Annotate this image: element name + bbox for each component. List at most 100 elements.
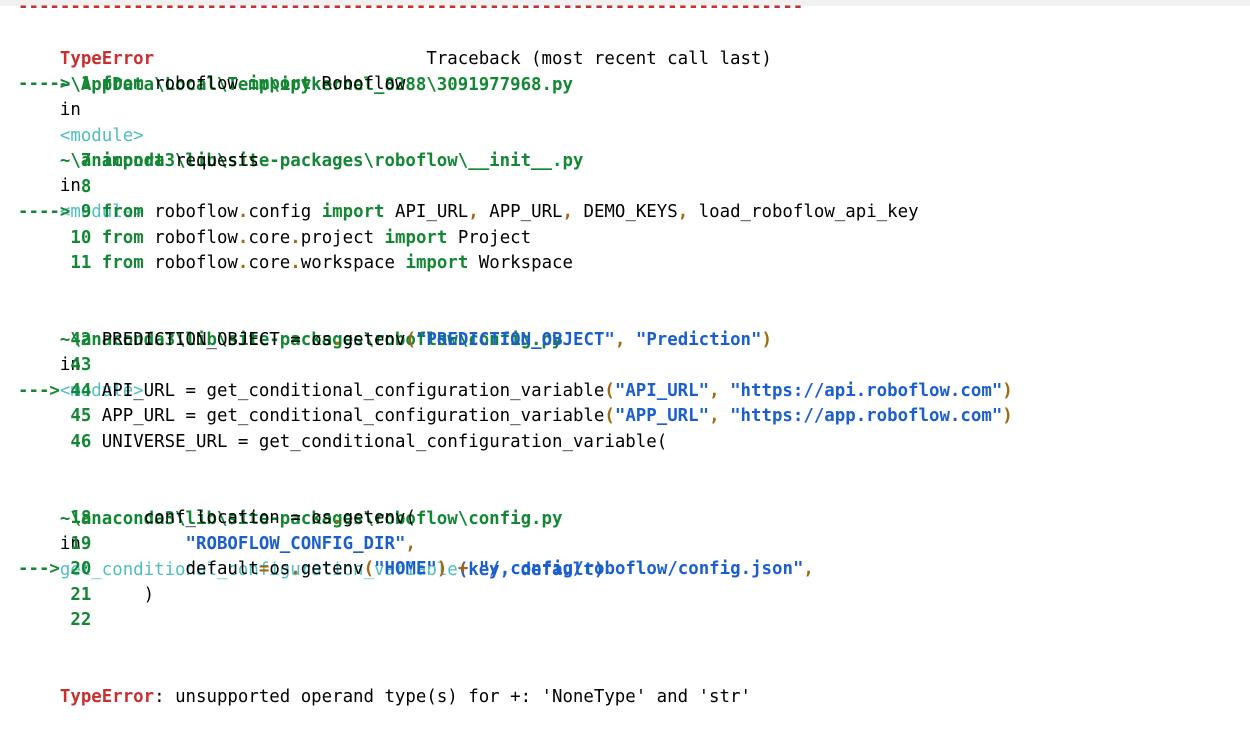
code-token: import [248, 74, 312, 94]
code-token: getenv [300, 559, 364, 579]
code-line: 45 APP_URL = get_conditional_configurati… [18, 404, 1013, 430]
code-token: , [803, 559, 814, 579]
code-line: ---> 44 API_URL = get_conditional_config… [18, 379, 1013, 405]
code-token: ( [405, 330, 416, 350]
code-token: "https://api.roboflow.com" [730, 381, 1003, 401]
frame-in-keyword: in [59, 100, 81, 120]
traceback-output: ----------------------------------------… [0, 0, 1250, 707]
code-token: APP_URL [101, 406, 186, 426]
traceback-header: TypeError Traceback (most recent call la… [18, 21, 772, 69]
line-marker: 10 [18, 228, 92, 248]
code-token: DEMO_KEYS [573, 202, 678, 222]
code-token: roboflow [143, 74, 249, 94]
code-line: 18 conf_location = os.getenv( [18, 506, 416, 532]
line-marker: 46 [18, 432, 92, 452]
code-token: = [290, 330, 301, 350]
code-token: ( [405, 508, 416, 528]
code-token: Project [447, 228, 532, 248]
code-token: = [185, 381, 197, 401]
line-marker: 21 [18, 585, 92, 605]
frame-scope: <module> [59, 380, 144, 401]
code-line: 10 from roboflow.core.project import Pro… [18, 226, 531, 252]
line-marker: 43 [18, 355, 92, 375]
code-token: = [185, 406, 197, 426]
code-token: default [101, 559, 259, 579]
code-token [102, 534, 186, 554]
code-line: 46 UNIVERSE_URL = get_conditional_config… [18, 430, 667, 456]
code-token: "PREDICTION_OBJECT" [415, 330, 615, 350]
code-token: os [269, 559, 291, 579]
frame-in-keyword: in [59, 176, 81, 196]
code-token: ) [436, 559, 448, 579]
cell-output-top-shade [0, 0, 1250, 6]
code-token: PREDICTION_OBJECT [101, 330, 291, 350]
frame-args: (key, default) [457, 559, 605, 580]
frame-header: ~\anaconda3\lib\site-packages\roboflow\c… [18, 302, 563, 401]
code-token: config [248, 202, 322, 222]
line-marker: 11 [18, 253, 92, 273]
code-token [447, 559, 457, 579]
code-token: , [677, 202, 689, 222]
traceback-separator: ----------------------------------------… [18, 0, 804, 17]
code-token: , [709, 406, 720, 426]
code-token: core [248, 228, 291, 248]
code-token: = [237, 432, 249, 452]
line-marker: 8 [18, 177, 92, 197]
line-marker: 18 [18, 508, 92, 528]
code-token: + [457, 559, 469, 579]
final-error-type: TypeError [59, 686, 155, 707]
code-token: roboflow [143, 228, 238, 248]
frame-header: ~\AppData\Local\Temp\ipykernel_8288\3091… [18, 47, 573, 146]
code-token: get_conditional_configuration_variable [248, 432, 657, 452]
frame-scope: get_conditional_configuration_variable [59, 559, 458, 580]
frame-header: ~\anaconda3\lib\site-packages\roboflow\_… [18, 123, 584, 222]
line-marker: ----> 9 [18, 202, 92, 222]
code-token: = [290, 508, 301, 528]
code-token: os [300, 508, 333, 528]
code-token: get_conditional_configuration_variable [196, 381, 605, 401]
final-error-message: : unsupported operand type(s) for +: 'No… [154, 686, 751, 707]
line-marker: 45 [18, 406, 92, 426]
code-token: "API_URL" [614, 381, 710, 401]
line-marker: ---> 20 [18, 559, 92, 579]
code-token: . [237, 228, 249, 248]
code-token: getenv [342, 330, 406, 350]
frame-path: ~\anaconda3\lib\site-packages\roboflow\_… [59, 150, 584, 171]
code-token: core [248, 253, 291, 273]
code-token: "HOME" [374, 559, 437, 579]
code-token: . [237, 202, 249, 222]
code-token: = [258, 559, 270, 579]
code-token: . [332, 330, 343, 350]
code-line: 8 [18, 175, 91, 201]
code-token: os [300, 330, 333, 350]
frame-scope: <module> [59, 125, 144, 146]
line-marker: 22 [18, 610, 92, 630]
code-line: ----> 9 from roboflow.config import API_… [18, 200, 919, 226]
line-marker: 19 [18, 534, 92, 554]
code-token: import [384, 228, 448, 248]
code-token: API_URL [101, 381, 186, 401]
code-line: 19 "ROBOFLOW_CONFIG_DIR", [18, 532, 416, 558]
code-line: 22 [18, 608, 91, 634]
code-token: API_URL [384, 202, 469, 222]
code-token: import [405, 253, 469, 273]
final-error: TypeError: unsupported operand type(s) f… [18, 659, 751, 707]
code-token: ) [1002, 406, 1013, 426]
frame-path: ~\AppData\Local\Temp\ipykernel_8288\3091… [59, 74, 573, 95]
code-token: ( [363, 559, 375, 579]
frame-path: ~\anaconda3\lib\site-packages\roboflow\c… [59, 508, 563, 529]
code-token: , [614, 330, 626, 350]
code-token: getenv [342, 508, 406, 528]
code-token: . [290, 253, 301, 273]
code-token [720, 381, 730, 401]
code-token [468, 559, 478, 579]
error-type: TypeError [59, 48, 155, 69]
code-token [625, 330, 635, 350]
code-line: 43 [18, 353, 91, 379]
frame-header: ~\anaconda3\lib\site-packages\roboflow\c… [18, 481, 604, 580]
code-token: roboflow [143, 253, 238, 273]
code-token: from [101, 74, 144, 94]
code-token: Workspace [468, 253, 573, 273]
code-line: 7 import requests [18, 149, 259, 175]
code-token: load_roboflow_api_key [688, 202, 919, 222]
